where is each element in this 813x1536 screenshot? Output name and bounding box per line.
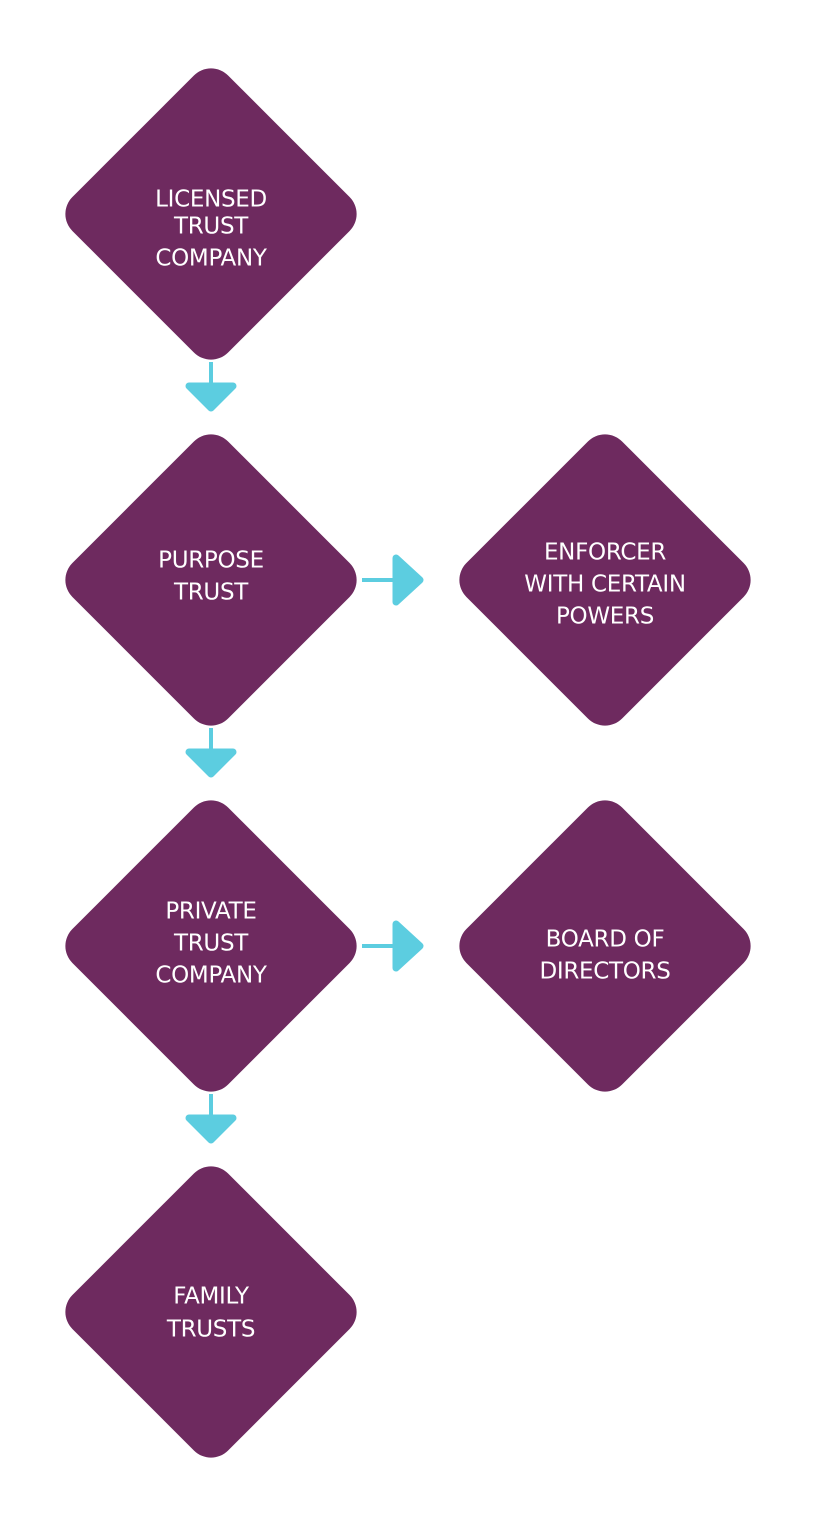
diamond-shape xyxy=(459,800,751,1092)
node-label-line: COMPANY xyxy=(155,963,268,989)
node-board-of-directors: BOARD OF DIRECTORS xyxy=(459,800,751,1092)
node-label-line: TRUSTS xyxy=(166,1317,255,1343)
node-label-line: FAMILY xyxy=(173,1284,250,1310)
node-enforcer: ENFORCER WITH CERTAIN POWERS xyxy=(459,434,751,726)
node-label-line: LICENSED xyxy=(155,187,267,213)
diamond-shape xyxy=(459,434,751,726)
connector-private-to-board xyxy=(362,920,424,972)
node-label-line: TRUST xyxy=(173,580,249,606)
node-label-line: WITH CERTAIN xyxy=(524,572,685,598)
connector-private-to-family xyxy=(185,1094,237,1144)
node-label-line: ENFORCER xyxy=(544,540,666,566)
connector-licensed-to-purpose xyxy=(185,362,237,412)
node-label-line: PURPOSE xyxy=(158,548,264,574)
node-family-trusts: FAMILY TRUSTS xyxy=(65,1166,357,1458)
node-label-line: DIRECTORS xyxy=(539,959,670,985)
connector-purpose-to-private xyxy=(185,728,237,778)
connector-purpose-to-enforcer xyxy=(362,554,424,606)
node-purpose-trust: PURPOSE TRUST xyxy=(65,434,357,726)
diamond-shape xyxy=(65,1166,357,1458)
node-private-trust-company: PRIVATE TRUST COMPANY xyxy=(65,800,357,1092)
node-label-line: COMPANY xyxy=(155,246,268,272)
node-label-line: PRIVATE xyxy=(165,899,256,925)
node-label-line: BOARD OF xyxy=(546,927,665,953)
diamond-shape xyxy=(65,800,357,1092)
node-label-line: POWERS xyxy=(556,604,654,630)
node-label-line: TRUST xyxy=(173,931,249,957)
diamond-shape xyxy=(65,68,357,360)
node-licensed-trust-company: LICENSED TRUST COMPANY xyxy=(65,68,357,360)
node-label-line: TRUST xyxy=(173,214,249,240)
diamond-shape xyxy=(65,434,357,726)
